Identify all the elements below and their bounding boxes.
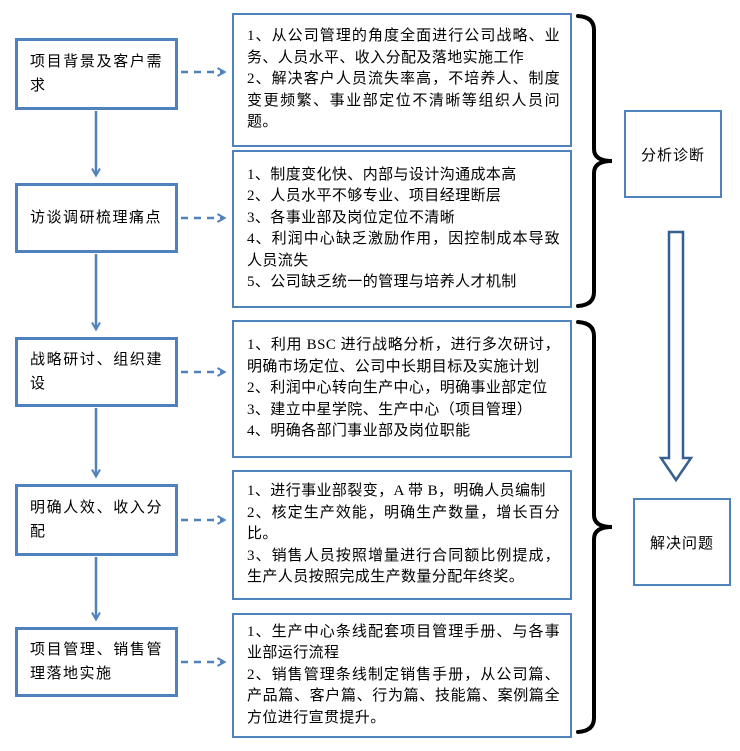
step-label: 项目管理、销售管理落地实施 [30,642,163,682]
detail-item: 1、制度变化快、内部与设计沟通成本高 [247,166,517,183]
detail-item: 2、利润中心转向生产中心，明确事业部定位 [247,380,548,397]
detail-item: 4、利润中心缺乏激励作用，因控制成本导致人员流失 [247,231,560,269]
detail-box-5: 1、生产中心条线配套项目管理手册、与各事业部运行流程 2、销售管理条线制定销售手… [232,613,572,738]
detail-item: 1、从公司管理的角度全面进行公司战略、业务、人员水平、收入分配及落地实施工作 [247,28,560,66]
detail-box-4: 1、进行事业部裂变，A 带 B，明确人员编制 2、核定生产效能，明确生产数量，增… [232,470,572,600]
block-arrow-down [658,230,694,483]
step-label: 访谈调研梳理痛点 [30,210,163,226]
detail-item: 1、进行事业部裂变，A 带 B，明确人员编制 [247,483,546,500]
detail-item: 2、人员水平不够专业、项目经理断层 [247,188,502,204]
detail-item: 3、各事业部及岗位定位不清晰 [247,209,456,226]
detail-item: 3、销售人员按照增量进行合同额比例提成，生产人员按照完成生产数量分配年终奖。 [247,547,560,586]
solution-phase-brace [576,320,613,734]
phase-box-solution: 解决问题 [633,498,731,586]
detail-box-3: 1、利用 BSC 进行战略分析，进行多次研讨，明确市场定位、公司中长期目标及实施… [232,320,572,458]
detail-item: 2、核定生产效能，明确生产数量，增长百分比。 [247,504,560,543]
step-box-strategy-organization: 战略研讨、组织建设 [15,337,178,407]
detail-box-2: 1、制度变化快、内部与设计沟通成本高 2、人员水平不够专业、项目经理断层 3、各… [232,150,572,308]
step-label: 明确人效、收入分配 [30,500,163,540]
phase-label: 分析诊断 [640,147,705,164]
step-box-background-needs: 项目背景及客户需求 [15,38,178,110]
step-label: 项目背景及客户需求 [30,54,163,94]
detail-item: 1、生产中心条线配套项目管理手册、与各事业部运行流程 [247,623,560,662]
detail-item: 4、明确各部门事业部及岗位职能 [247,423,471,440]
detail-item: 5、公司缺乏统一的管理与培养人才机制 [247,274,517,290]
detail-item: 3、建立中星学院、生产中心（项目管理） [247,401,533,418]
detail-box-1: 1、从公司管理的角度全面进行公司战略、业务、人员水平、收入分配及落地实施工作 2… [232,13,572,147]
detail-item: 2、解决客户人员流失率高，不培养人、制度变更频繁、事业部定位不清晰等组织人员问题… [247,71,560,131]
step-box-implementation: 项目管理、销售管理落地实施 [15,627,178,697]
analysis-phase-brace [576,14,613,308]
step-box-efficiency-income: 明确人效、收入分配 [15,484,178,556]
detail-item: 2、销售管理条线制定销售手册，从公司篇、产品篇、客户篇、行为篇、技能篇、案例篇全… [247,666,560,726]
step-label: 战略研讨、组织建设 [30,352,163,392]
step-box-interview-painpoints: 访谈调研梳理痛点 [15,183,178,253]
phase-box-analysis: 分析诊断 [624,110,722,198]
detail-item: 1、利用 BSC 进行战略分析，进行多次研讨，明确市场定位、公司中长期目标及实施… [247,337,560,375]
phase-label: 解决问题 [649,535,714,552]
